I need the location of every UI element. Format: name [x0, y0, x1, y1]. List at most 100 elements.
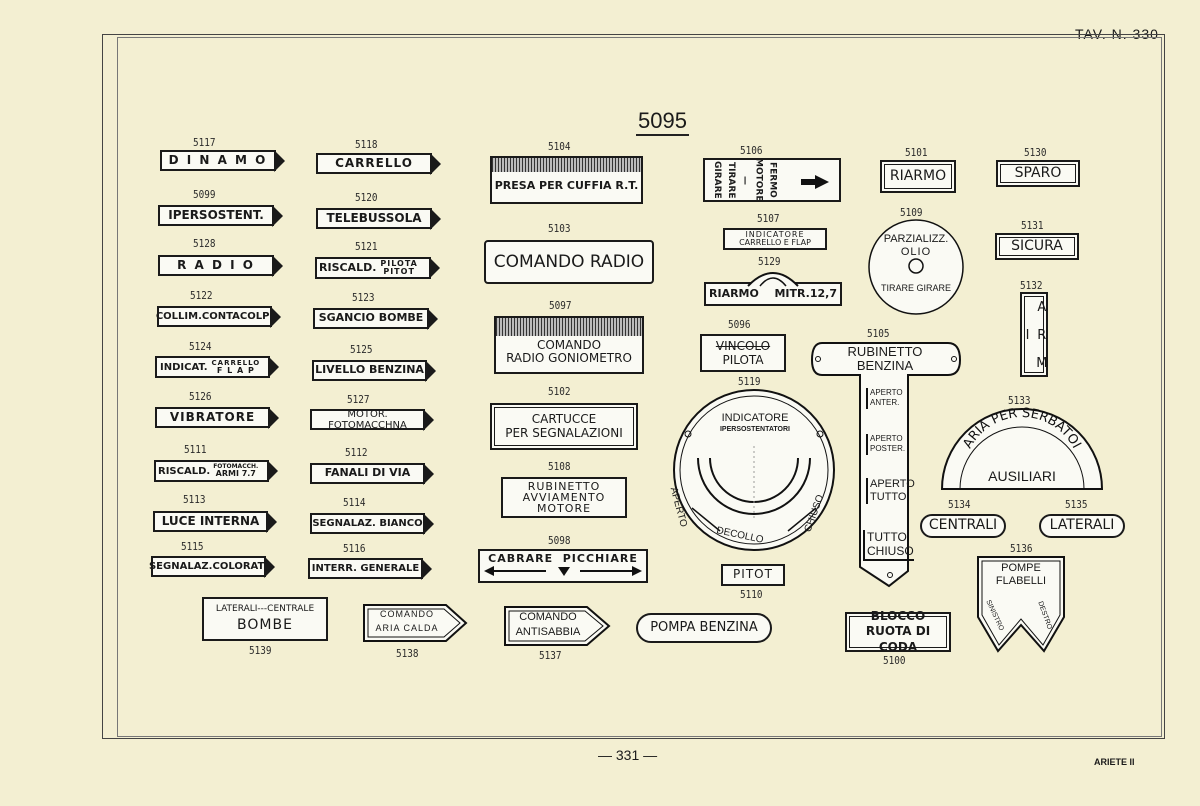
plate-text: SGANCIO BOMBE: [318, 311, 424, 325]
plate-text: IPERSOSTENT.: [168, 207, 264, 222]
label-number: 5127: [347, 393, 370, 406]
plate-radio: R A D I O: [158, 254, 283, 277]
plate-text: PILOTA: [722, 353, 764, 367]
plate-subtext: F L A P: [216, 365, 255, 375]
plate-text: APERTO: [870, 434, 903, 443]
label-number: 5138: [396, 647, 419, 660]
comando-antisabbia-plate: [504, 606, 611, 646]
plate-text: COMANDO: [519, 611, 577, 623]
plate-riscald-pilota: RISCALD. PILOTA PITOT: [315, 257, 440, 279]
plate-text: RUBINETTO: [527, 480, 601, 493]
label-number: 5106: [740, 144, 763, 157]
label-number: 5111: [184, 443, 207, 456]
plate-pompa-benzina: POMPA BENZINA: [636, 613, 772, 643]
arrow-icon: [425, 359, 436, 382]
plate-text: INDICATORE: [745, 230, 805, 239]
plate-subtext: CARRELLO: [211, 358, 261, 367]
dial-line: PARZIALIZZ.: [883, 233, 949, 245]
label-number: 5117: [193, 136, 216, 149]
label-number: 5102: [548, 385, 571, 398]
plate-text: SEGNALAZ.COLORATI: [148, 561, 269, 572]
inner-frame: [117, 37, 1162, 737]
label-number: 5101: [905, 146, 928, 159]
dial-line: TIRARE GIRARE: [880, 283, 951, 293]
rubinetto-title: RUBINETTO BENZINA: [822, 345, 948, 372]
double-arrow-icon: [484, 566, 642, 577]
plate-carrello: CARRELLO: [316, 152, 441, 175]
label-number: 5139: [249, 644, 272, 657]
plate-text: TELEBUSSOLA: [326, 210, 422, 225]
plate-rubinetto-avviamento: RUBINETTO AVVIAMENTO MOTORE: [501, 477, 627, 518]
label-number: 5131: [1021, 219, 1044, 232]
plate-text: ANTER.: [870, 398, 900, 408]
plate-text: GIRARE: [711, 161, 722, 199]
plate-text: APERTO: [870, 388, 903, 397]
arrow-icon: [272, 254, 283, 277]
aria-serbatoi-plate: ARIA PER SERBATOI: [940, 406, 1104, 490]
plate-text: MOTOR. FOTOMACCHNA: [328, 408, 407, 431]
plate-text: AVVIAMENTO: [522, 491, 606, 504]
plate-collim: COLLIM.CONTACOLPI: [156, 305, 281, 328]
plate-text: D I N A M O: [168, 152, 268, 167]
ipersostentatori-dial: [673, 389, 835, 551]
plate-text: RUOTA DI CODA: [865, 624, 931, 654]
plate-text-group: COMANDO ARIA CALDA: [368, 608, 446, 636]
label-number: 5118: [355, 138, 378, 151]
plate-text: INTERR. GENERALE: [311, 563, 420, 574]
plate-text: COMANDO: [536, 337, 602, 352]
position-label: TUTTO CHIUSO: [863, 530, 914, 561]
arrow-icon: [274, 149, 285, 172]
plate-comando-radio: COMANDO RADIO: [484, 240, 654, 284]
plate-dinamo: D I N A M O: [160, 149, 285, 172]
plate-indicatore-carrello: INDICATORE CARRELLO E FLAP: [723, 228, 827, 250]
rubinetto-benzina-plate: [810, 342, 962, 588]
label-number: 5123: [352, 291, 375, 304]
plate-text: CENTRALI: [928, 517, 998, 534]
plate-armi: A R M I: [1020, 292, 1049, 377]
plate-text: CABRARE PICCHIARE: [488, 552, 638, 565]
label-number: 5135: [1065, 498, 1088, 511]
label-number: 5098: [548, 534, 571, 547]
label-number: 5132: [1020, 279, 1043, 292]
plate-text: FANALI DI VIA: [324, 466, 411, 480]
label-number: 5100: [883, 654, 906, 667]
plate-segnalaz-bianco: SEGNALAZ. BIANCO: [310, 512, 434, 535]
label-number: 5128: [193, 237, 216, 250]
plate-text: CARRELLO E FLAP: [739, 238, 811, 247]
plate-text: RIARMO: [709, 286, 759, 300]
plate-text: LUCE INTERNA: [161, 513, 260, 528]
plate-text: BENZINA: [856, 357, 914, 373]
label-number: 5133: [1008, 394, 1031, 407]
pompe-flabelli-plate: [977, 556, 1065, 653]
arrow-icon: [268, 406, 279, 429]
plate-sgancio-bombe: SGANCIO BOMBE: [313, 307, 438, 330]
plate-text: —: [739, 175, 750, 185]
plate-riscald-fotomacch: RISCALD. FOTOMACCH. ARMI 7.7: [154, 460, 278, 482]
plate-text: POMPE: [1001, 562, 1041, 574]
plate-indicat-carrello: INDICAT. CARRELLO F L A P: [155, 356, 279, 378]
arrow-icon: [423, 408, 434, 431]
plate-text: SICURA: [1011, 237, 1063, 254]
plate-text: SEGNALAZ. BIANCO: [312, 518, 423, 529]
plate-sicura: SICURA: [995, 233, 1079, 260]
outer-frame: [102, 34, 1165, 739]
plate-text: ARIA CALDA: [375, 622, 439, 633]
plate-text: VIBRATORE: [169, 409, 256, 424]
plate-text: COMANDO: [380, 609, 434, 619]
plate-text: MOTORE: [536, 502, 592, 515]
label-number: 5103: [548, 222, 571, 235]
plate-text: TUTTO: [867, 530, 907, 544]
plate-text: TIRARE: [725, 161, 736, 199]
plate-text: COMANDO RADIO: [493, 251, 645, 272]
dial-text: PARZIALIZZ. OLIO: [873, 233, 959, 258]
dial-line: OLIO: [900, 245, 932, 258]
label-number: 5115: [181, 540, 204, 553]
plate-text: MOTORE: [753, 158, 764, 202]
plate-fanali-di-via: FANALI DI VIA: [310, 462, 434, 485]
plate-ipersostent: IPERSOSTENT.: [158, 204, 283, 227]
plate-cartucce: CARTUCCE PER SEGNALAZIONI: [490, 403, 638, 450]
plate-cabrare-picchiare: CABRARE PICCHIARE: [478, 549, 648, 583]
plate-text: CHIUSO: [867, 544, 914, 559]
plate-text: ANTISABBIA: [515, 625, 581, 638]
label-number: 5096: [728, 318, 751, 331]
